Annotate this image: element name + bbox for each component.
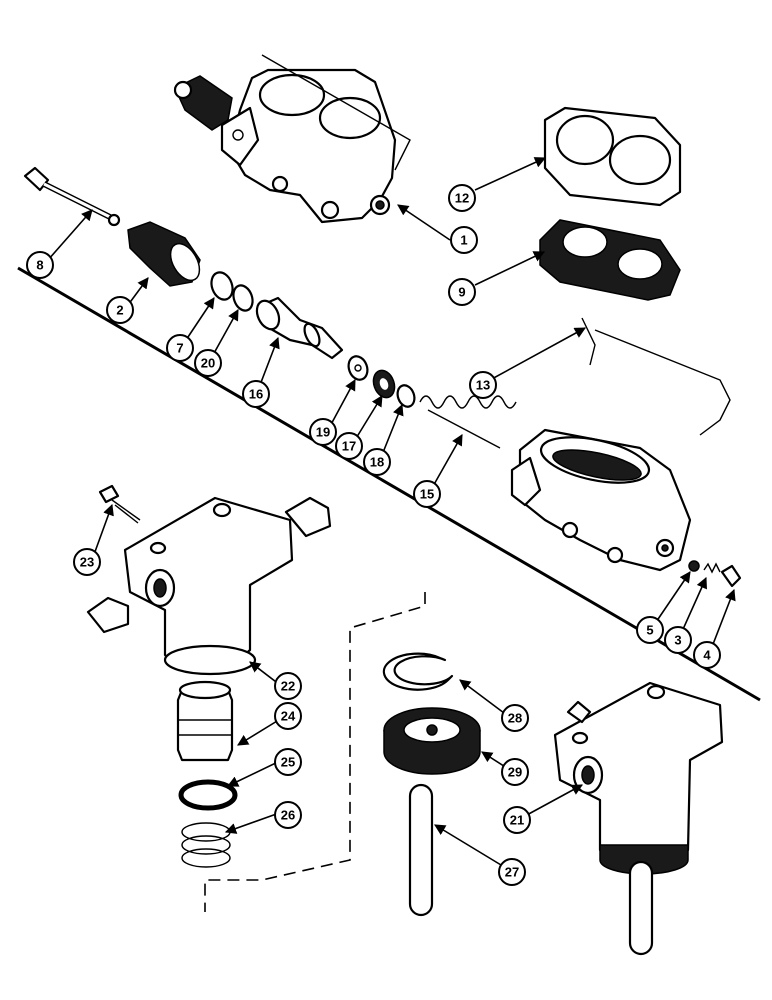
callout-1: 1: [450, 226, 478, 254]
callout-23: 23: [73, 548, 101, 576]
callout-8: 8: [26, 251, 54, 279]
callout-label: 21: [510, 813, 524, 828]
callout-label: 22: [281, 679, 295, 694]
retaining-wire-part-13: [581, 317, 731, 436]
plug-part-24: [176, 680, 234, 762]
callout-label: 19: [316, 425, 330, 440]
callout-5: 5: [636, 616, 664, 644]
callout-29: 29: [501, 758, 529, 786]
fitting-part-4: [720, 564, 742, 588]
callout-label: 9: [458, 285, 465, 300]
callout-21: 21: [503, 806, 531, 834]
gasket-part-9: [539, 219, 681, 301]
callout-19: 19: [309, 418, 337, 446]
callout-label: 29: [508, 765, 522, 780]
callout-label: 4: [703, 648, 711, 663]
spring-part-26: [181, 822, 231, 868]
callout-label: 24: [281, 709, 296, 724]
snap-ring-part-28: [382, 652, 454, 691]
cup-part-18: [396, 384, 416, 408]
seat-part-5: [688, 560, 700, 572]
primary-piston-part-16: [255, 296, 344, 360]
pushrod-part-8: [23, 166, 121, 227]
callout-label: 7: [176, 341, 183, 356]
callout-3: 3: [664, 626, 692, 654]
callout-16: 16: [242, 380, 270, 408]
cylinder-body-lower: [510, 428, 692, 572]
callout-7: 7: [166, 334, 194, 362]
boot-part-2: [127, 221, 201, 287]
callout-22: 22: [274, 672, 302, 700]
callout-label: 23: [80, 555, 94, 570]
callout-label: 18: [370, 455, 384, 470]
master-cylinder-part-1: [173, 54, 411, 224]
callout-label: 8: [36, 258, 43, 273]
callout-label: 1: [460, 233, 467, 248]
callout-2: 2: [106, 296, 134, 324]
callout-25: 25: [274, 748, 302, 776]
callout-label: 16: [249, 387, 263, 402]
washer-part-19: [347, 355, 369, 381]
callout-18: 18: [363, 448, 391, 476]
callout-20: 20: [194, 349, 222, 377]
callout-label: 25: [281, 755, 295, 770]
callout-17: 17: [335, 432, 363, 460]
pin-part-27: [408, 783, 434, 917]
retainer-part-20: [232, 284, 254, 312]
callout-12: 12: [448, 184, 476, 212]
callout-label: 28: [508, 711, 522, 726]
callout-28: 28: [501, 704, 529, 732]
leader-lines: [47, 157, 736, 869]
assembly-path-dashed: [204, 592, 426, 912]
callout-label: 27: [505, 865, 519, 880]
snap-ring-part-7: [210, 271, 234, 301]
seal-part-29: [383, 707, 481, 775]
callout-label: 20: [201, 356, 215, 371]
callout-4: 4: [693, 641, 721, 669]
callout-9: 9: [448, 278, 476, 306]
callout-24: 24: [274, 702, 302, 730]
reservoir-cover-part-12: [543, 106, 682, 207]
callout-15: 15: [413, 480, 441, 508]
callout-label: 15: [420, 487, 434, 502]
callout-13: 13: [469, 371, 497, 399]
callout-26: 26: [274, 801, 302, 829]
callout-label: 26: [281, 808, 295, 823]
spring-part-3: [703, 562, 721, 574]
callout-27: 27: [498, 858, 526, 886]
callout-label: 5: [646, 623, 653, 638]
callout-label: 3: [674, 633, 681, 648]
callout-label: 2: [116, 303, 123, 318]
o-ring-part-25: [178, 779, 238, 811]
spring-part-15: [419, 395, 517, 449]
valve-assembly-part-21: [553, 681, 724, 956]
valve-housing-part-22: [86, 496, 332, 676]
callout-label: 12: [455, 191, 469, 206]
callout-label: 17: [342, 439, 356, 454]
bleeder-screw-part-23: [98, 484, 141, 524]
callout-label: 13: [476, 378, 490, 393]
